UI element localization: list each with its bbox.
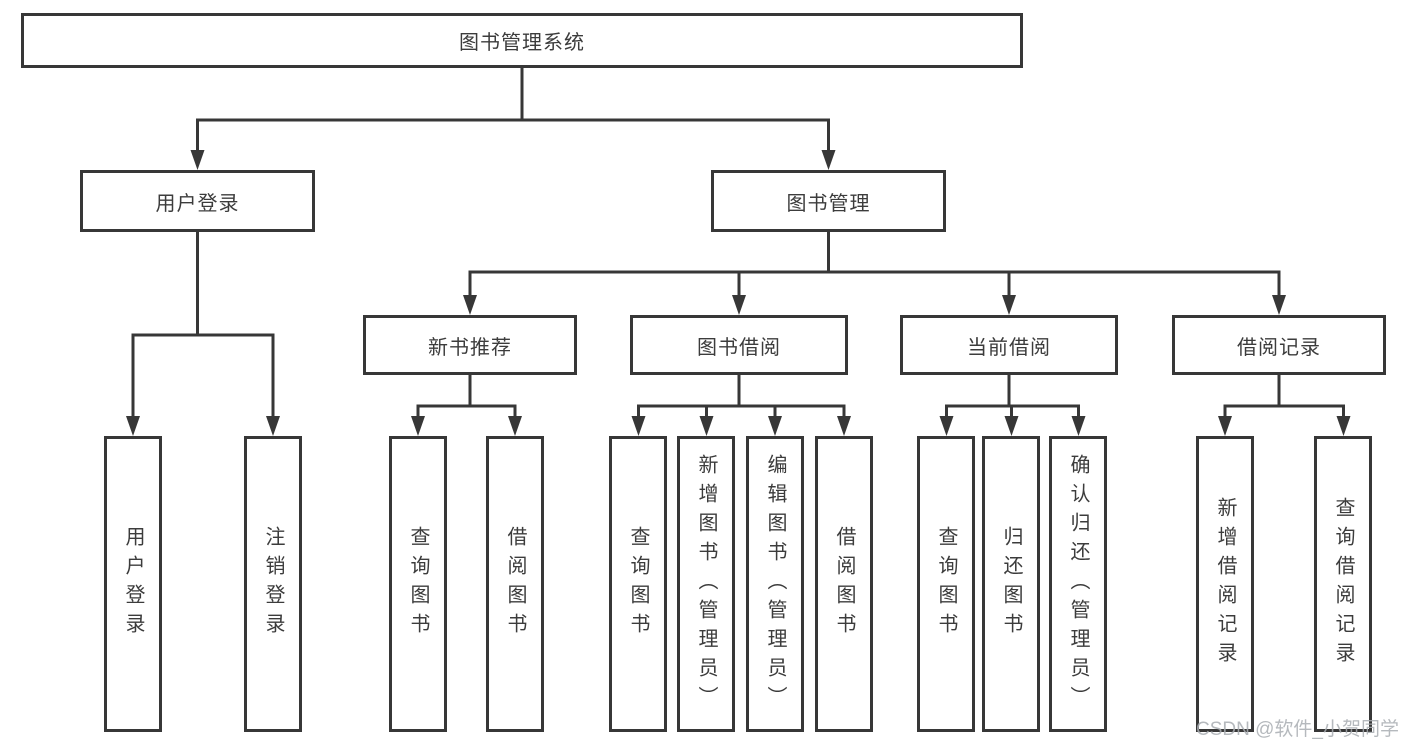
leaf-label: 注销登录 (262, 526, 284, 642)
node-book-borrowing: 图书借阅 (630, 315, 848, 375)
leaf-query-books-borrowing: 查询图书 (609, 436, 667, 732)
leaf-query-books-recommendation: 查询图书 (389, 436, 447, 732)
leaf-query-borrow-record: 查询借阅记录 (1314, 436, 1372, 732)
node-user-login: 用户登录 (80, 170, 315, 232)
leaf-label: 编辑图书（管理员） (764, 453, 786, 715)
node-label: 借阅记录 (1237, 336, 1321, 359)
leaf-label: 归还图书 (1000, 526, 1022, 642)
leaf-label: 查询图书 (935, 526, 957, 642)
node-label: 当前借阅 (967, 336, 1051, 359)
node-label: 图书管理 (786, 192, 871, 215)
leaf-logout: 注销登录 (244, 436, 302, 732)
leaf-label: 确认归还（管理员） (1067, 453, 1089, 715)
leaf-borrow-books-recommendation: 借阅图书 (486, 436, 544, 732)
leaf-label: 借阅图书 (504, 526, 526, 642)
leaf-label: 借阅图书 (833, 526, 855, 642)
leaf-add-books-admin: 新增图书（管理员） (677, 436, 735, 732)
leaf-return-books: 归还图书 (982, 436, 1040, 732)
leaf-label: 用户登录 (122, 526, 144, 642)
node-current-borrowing: 当前借阅 (900, 315, 1118, 375)
node-borrowing-records: 借阅记录 (1172, 315, 1386, 375)
leaf-query-books-current: 查询图书 (917, 436, 975, 732)
node-label: 用户登录 (155, 192, 240, 215)
leaf-add-borrow-record: 新增借阅记录 (1196, 436, 1254, 732)
csdn-watermark: CSDN @软件_小贺同学 (1196, 719, 1399, 740)
leaf-label: 查询图书 (627, 526, 649, 642)
leaf-label: 查询图书 (407, 526, 429, 642)
leaf-confirm-return-admin: 确认归还（管理员） (1049, 436, 1107, 732)
leaf-user-login: 用户登录 (104, 436, 162, 732)
leaf-edit-books-admin: 编辑图书（管理员） (746, 436, 804, 732)
arrowheads (126, 150, 1351, 436)
node-label: 图书借阅 (697, 336, 781, 359)
node-label: 新书推荐 (428, 336, 512, 359)
leaf-borrow-books: 借阅图书 (815, 436, 873, 732)
node-library-management-system: 图书管理系统 (21, 13, 1023, 68)
node-label: 图书管理系统 (459, 32, 585, 54)
tree-edges (131, 68, 1345, 418)
node-new-book-recommendation: 新书推荐 (363, 315, 577, 375)
node-book-management: 图书管理 (711, 170, 946, 232)
leaf-label: 新增借阅记录 (1214, 497, 1236, 671)
leaf-label: 查询借阅记录 (1332, 497, 1354, 671)
leaf-label: 新增图书（管理员） (695, 453, 717, 715)
